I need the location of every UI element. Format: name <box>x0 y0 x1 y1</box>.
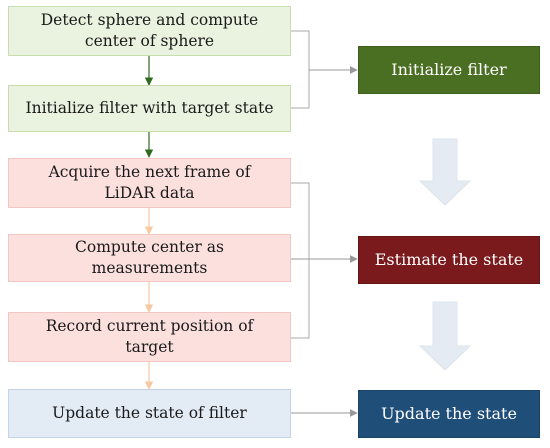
step-detect-sphere: Detect sphere and compute center of sphe… <box>8 6 291 56</box>
step-record-position-label: Record current position of target <box>45 317 254 356</box>
step-acquire-frame: Acquire the next frame of LiDAR data <box>8 158 291 208</box>
phase-down-arrow-2 <box>418 301 472 371</box>
step-record-position: Record current position of target <box>8 312 291 362</box>
step-compute-center: Compute center as measurements <box>8 234 291 282</box>
phase-estimate-state-label: Estimate the state <box>374 250 524 270</box>
phase-update-state: Update the state <box>358 390 540 438</box>
step-detect-sphere-label: Detect sphere and compute center of sphe… <box>40 11 259 50</box>
step-update-state-label: Update the state of filter <box>52 404 247 423</box>
phase-initialize-filter: Initialize filter <box>358 46 540 94</box>
phase-initialize-filter-label: Initialize filter <box>391 60 507 80</box>
phase-update-state-label: Update the state <box>381 404 517 424</box>
step-initialize-filter-label: Initialize filter with target state <box>25 99 274 118</box>
phase-down-arrow-1 <box>418 138 472 206</box>
step-acquire-frame-label: Acquire the next frame of LiDAR data <box>48 163 251 202</box>
step-update-state: Update the state of filter <box>8 389 291 438</box>
phase-estimate-state: Estimate the state <box>358 236 540 284</box>
step-initialize-filter: Initialize filter with target state <box>8 85 291 132</box>
estimate-bracket <box>291 182 310 339</box>
step-compute-center-label: Compute center as measurements <box>75 238 224 277</box>
init-bracket <box>291 30 310 109</box>
